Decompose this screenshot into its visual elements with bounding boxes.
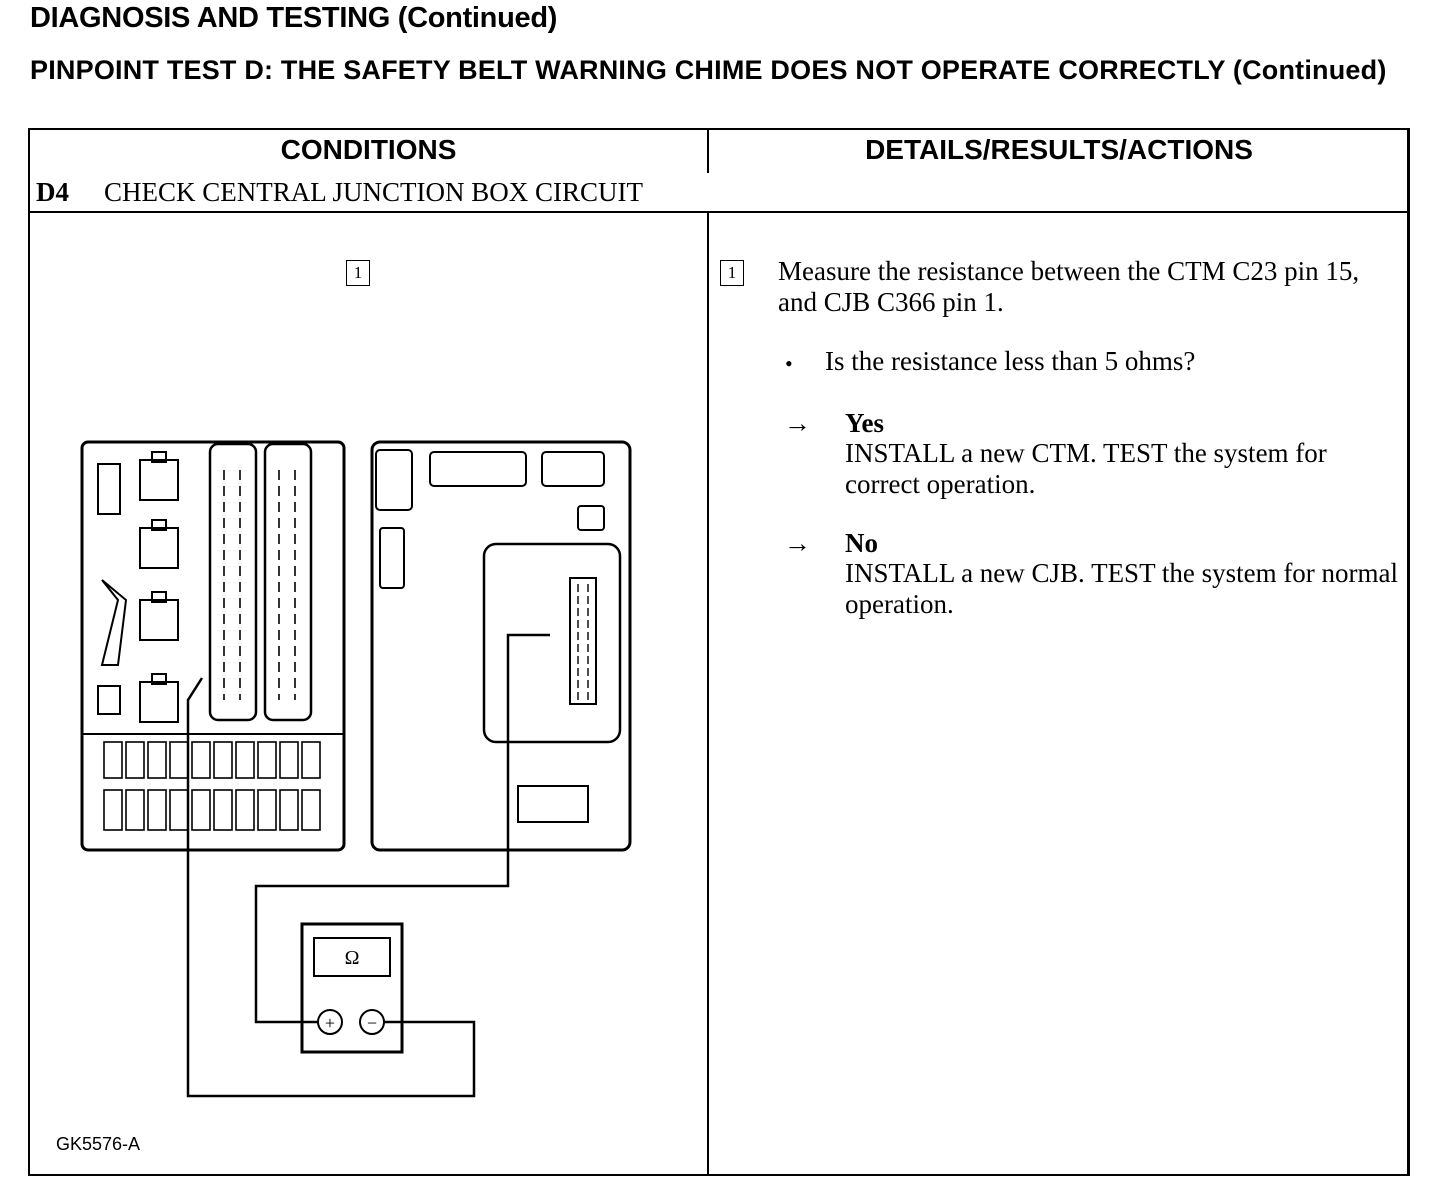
bullet-icon: •	[785, 351, 793, 376]
step-id: D4	[36, 177, 69, 207]
ohmmeter	[300, 922, 404, 1054]
no-action: INSTALL a new CJB. TEST the system for n…	[845, 558, 1399, 619]
yes-label: Yes	[845, 408, 884, 438]
resistance-question: Is the resistance less than 5 ohms?	[825, 346, 1196, 376]
ctm-module	[80, 440, 346, 852]
plus-symbol: +	[325, 1013, 335, 1033]
details-callout-box: 1	[720, 260, 744, 286]
ohm-symbol: Ω	[345, 947, 360, 969]
step-row: D4 CHECK CENTRAL JUNCTION BOX CIRCUIT	[30, 173, 1407, 213]
ctm-c23-connector	[208, 442, 258, 722]
no-arrow-icon: →	[784, 528, 811, 558]
measurement-instruction: Measure the resistance between the CTM C…	[778, 256, 1360, 317]
wiring-diagram: Ω + −	[80, 440, 632, 1098]
yes-arrow-icon: →	[784, 408, 811, 438]
cjb-c366-connector	[482, 542, 622, 744]
figure-id: GK5576-A	[56, 1134, 141, 1154]
test-lead-positive	[254, 633, 550, 1024]
minus-symbol: −	[367, 1013, 377, 1033]
figure-callout-box: 1	[346, 260, 370, 286]
pinpoint-test-table: CONDITIONS DETAILS/RESULTS/ACTIONS D4 CH…	[28, 128, 1410, 1176]
step-title: CHECK CENTRAL JUNCTION BOX CIRCUIT	[104, 177, 643, 207]
no-label: No	[845, 528, 878, 558]
fuse-block	[103, 741, 321, 831]
details-header: DETAILS/RESULTS/ACTIONS	[865, 134, 1253, 165]
test-lead-negative	[186, 677, 476, 1098]
conditions-header: CONDITIONS	[280, 134, 457, 165]
yes-action: INSTALL a new CTM. TEST the system for c…	[845, 438, 1327, 499]
pinpoint-test-title: PINPOINT TEST D: THE SAFETY BELT WARNING…	[30, 55, 1387, 85]
column-divider	[707, 130, 709, 1174]
cjb-module	[370, 440, 632, 852]
page-heading: DIAGNOSIS AND TESTING (Continued)	[30, 2, 558, 34]
